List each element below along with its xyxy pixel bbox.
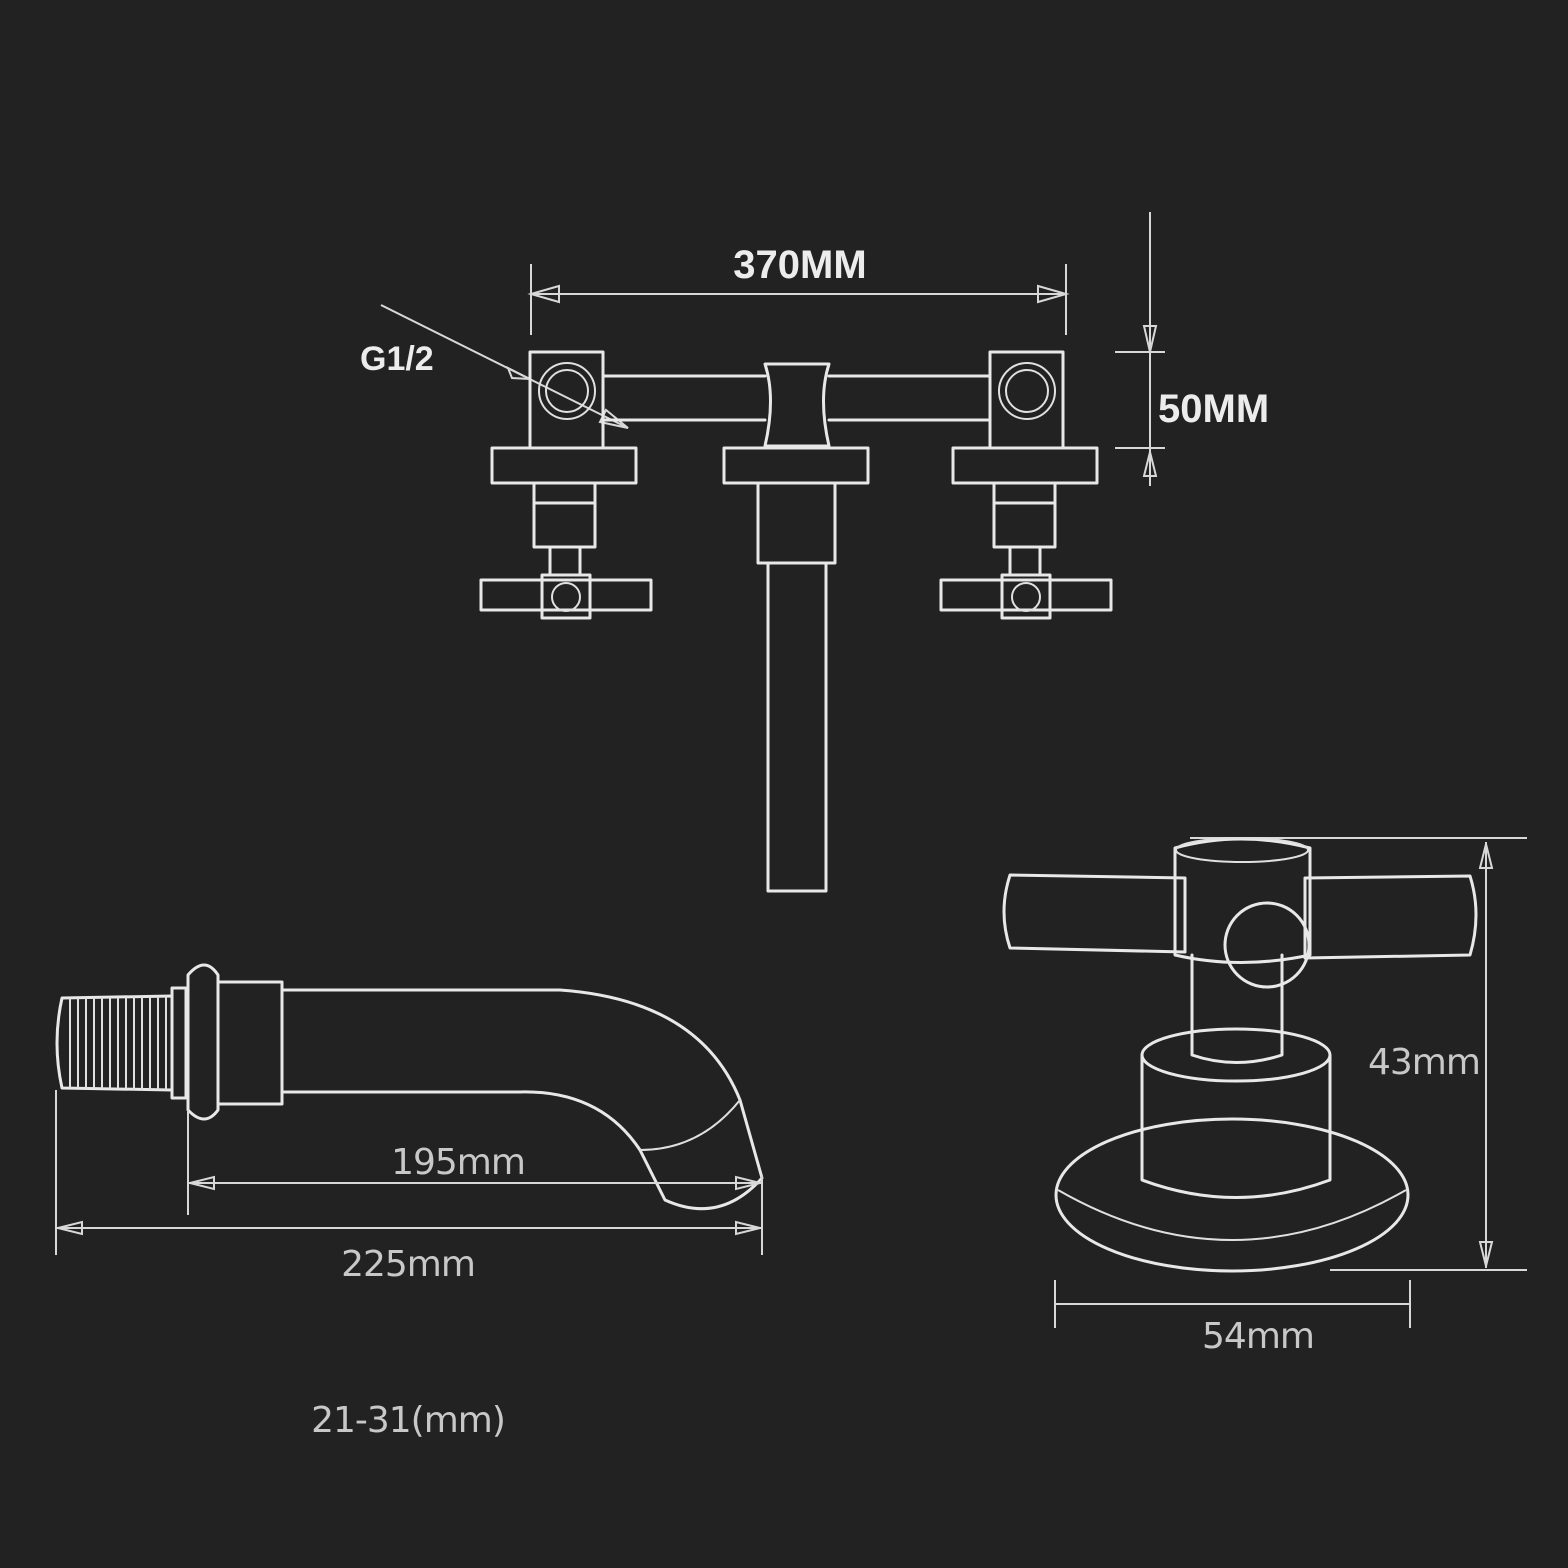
thread-size-label: G1/2	[360, 340, 434, 378]
right-stem-collar	[992, 481, 1057, 505]
center-spout-collar	[756, 481, 837, 565]
spout-flange	[186, 963, 220, 1121]
left-cross-handle	[479, 578, 653, 612]
dim-225-label: 225mm	[341, 1244, 475, 1285]
left-handle-hub	[540, 573, 592, 620]
thread-leader-line	[380, 304, 629, 429]
dim-225-arrow-right	[735, 1220, 761, 1236]
center-tee	[763, 362, 831, 448]
left-escutcheon	[490, 446, 638, 485]
left-handle-screw	[551, 582, 581, 612]
dim-54-label: 54mm	[1202, 1316, 1314, 1357]
dim-50-arrow-bottom	[1142, 451, 1158, 477]
handle-base-disc	[1054, 1117, 1410, 1273]
spout-outlet-curve	[639, 1099, 741, 1151]
handle-stem	[1190, 953, 1284, 1064]
right-valve-outlet-inner	[1005, 369, 1049, 413]
dim-370-arrow-right	[1037, 284, 1070, 304]
dim-195-arrow-right	[735, 1175, 761, 1191]
left-stem-neck	[548, 545, 582, 577]
handle-body-top	[1140, 1027, 1332, 1083]
dim-43-label: 43mm	[1368, 1042, 1480, 1083]
dim-50-label: 50MM	[1158, 387, 1269, 431]
handle-side-view: 43mm 54mm	[1002, 837, 1527, 1357]
wall-range-label: 21-31(mm)	[311, 1400, 505, 1441]
dim-225-arrow-left	[57, 1220, 83, 1236]
right-stem-body	[992, 501, 1057, 549]
handle-cross-left	[1002, 873, 1187, 954]
right-escutcheon	[951, 446, 1099, 485]
spout-body	[280, 988, 764, 1211]
dim-50-arrow-top	[1142, 325, 1158, 353]
left-stem-body	[532, 501, 597, 549]
left-valve-outlet-inner	[545, 369, 589, 413]
right-stem-neck	[1008, 545, 1042, 577]
left-valve-outlet-outer	[538, 362, 596, 420]
spout-nut	[170, 986, 188, 1100]
spout-thread	[55, 994, 174, 1092]
left-stem-collar	[532, 481, 597, 505]
dim-370-arrow-left	[527, 284, 560, 304]
handle-hub-top	[1175, 837, 1309, 863]
dim-370-label: 370MM	[733, 243, 866, 287]
spout-thread-lines	[69, 996, 167, 1090]
handle-hub	[1173, 837, 1312, 964]
front-view: 370MM G1/2 50MM	[360, 212, 1269, 893]
handle-base-disc-edge	[1057, 1189, 1407, 1241]
right-cross-handle	[939, 578, 1113, 612]
thread-leader-arrow-2	[506, 365, 531, 380]
dim-195-arrow-left	[189, 1175, 215, 1191]
handle-cross-right	[1303, 874, 1478, 960]
spout-side-view: 195mm 225mm 21-31(mm)	[55, 963, 764, 1441]
right-handle-hub	[1000, 573, 1052, 620]
center-escutcheon	[722, 446, 870, 485]
dim-43-arrow-top	[1478, 843, 1494, 869]
handle-body-cylinder	[1140, 1053, 1332, 1199]
handle-screw-cap	[1223, 901, 1311, 989]
right-valve-outlet-outer	[998, 362, 1056, 420]
spout-collar	[216, 980, 284, 1106]
dim-195-label: 195mm	[391, 1142, 525, 1183]
center-spout-pipe	[766, 561, 828, 893]
dim-43-arrow-bottom	[1478, 1241, 1494, 1267]
right-handle-screw	[1011, 582, 1041, 612]
